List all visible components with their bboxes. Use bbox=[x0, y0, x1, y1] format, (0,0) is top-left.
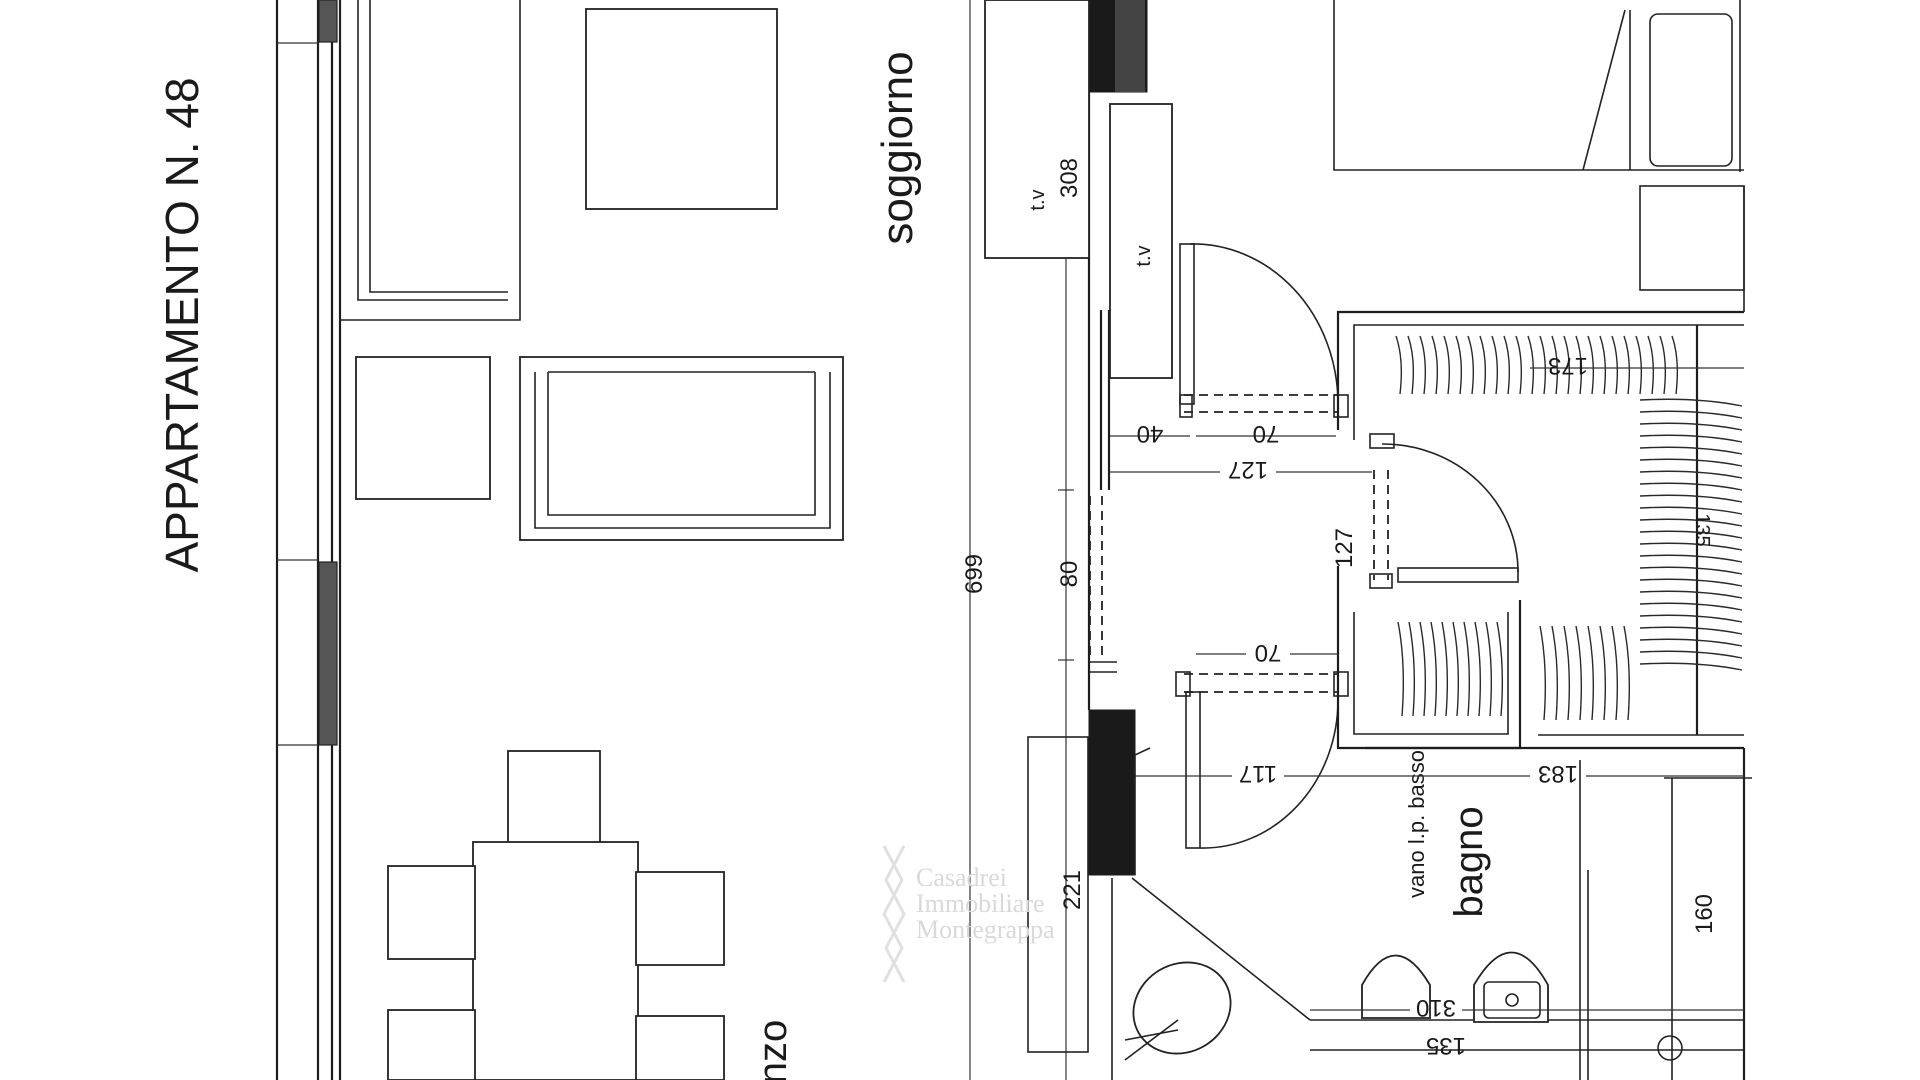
dim-40: 40 bbox=[1137, 420, 1164, 447]
room-label-dining: nzo bbox=[751, 1020, 795, 1080]
bathroom bbox=[1027, 736, 1752, 1080]
tv-cabinet-right bbox=[1109, 103, 1173, 379]
plan-title: APPARTAMENTO N. 48 bbox=[156, 77, 208, 572]
watermark-logo-icon bbox=[882, 845, 906, 983]
room-label-bath: bagno bbox=[1447, 806, 1491, 917]
dim-160: 160 bbox=[1691, 894, 1718, 934]
dim-70-top: 70 bbox=[1253, 420, 1280, 447]
sofa-bottom bbox=[519, 356, 844, 541]
walk-in-closet bbox=[1336, 310, 1744, 750]
dim-135-bath: 135 bbox=[1426, 1032, 1466, 1059]
dining-set bbox=[387, 750, 725, 1080]
window-hatch bbox=[318, 561, 338, 746]
bedroom-bed bbox=[1333, 0, 1745, 312]
watermark-line-2: Immobiliare bbox=[916, 889, 1045, 918]
outer-wall bbox=[275, 0, 342, 1080]
dim-127-horizontal: 127 bbox=[1228, 456, 1268, 483]
tv-cabinet-left bbox=[984, 0, 1090, 259]
dim-70-bottom: 70 bbox=[1255, 639, 1282, 666]
bidet-icon bbox=[1473, 951, 1549, 1023]
shower-tray-icon bbox=[1132, 961, 1232, 1055]
toilet-icon bbox=[1361, 954, 1431, 1019]
tv-label-right: t.v bbox=[1133, 245, 1155, 266]
dim-135-closet: 135 bbox=[1691, 513, 1713, 546]
dim-80: 80 bbox=[1056, 561, 1083, 588]
dim-117: 117 bbox=[1239, 760, 1277, 787]
dim-127-vertical: 127 bbox=[1331, 528, 1358, 568]
dim-173: 173 bbox=[1548, 352, 1588, 379]
doors bbox=[1089, 243, 1519, 849]
room-note-bath: vano l.p. basso bbox=[1404, 750, 1429, 898]
tv-label-left: t.v bbox=[1027, 189, 1049, 210]
watermark-line-1: Casadrei bbox=[916, 863, 1007, 892]
window-hatch bbox=[318, 0, 338, 43]
dim-308: 308 bbox=[1056, 158, 1083, 198]
room-label-living: soggiorno bbox=[873, 51, 922, 244]
dim-221: 221 bbox=[1059, 870, 1086, 910]
coffee-table bbox=[355, 356, 491, 500]
dimension-labels-inverted: 40 70 127 70 117 183 173 135 310 135 bbox=[1110, 352, 1744, 1059]
closet-hangers bbox=[1395, 335, 1743, 721]
dim-310: 310 bbox=[1416, 994, 1456, 1021]
armchair bbox=[585, 8, 778, 210]
watermark-line-3: Montegrappa bbox=[916, 915, 1055, 944]
watermark: Casadrei Immobiliare Montegrappa bbox=[882, 845, 1055, 983]
sofa-top bbox=[339, 0, 521, 321]
dim-699: 699 bbox=[961, 554, 988, 594]
dimension-labels: 699 308 80 221 127 160 bbox=[961, 158, 1718, 934]
dim-183: 183 bbox=[1538, 760, 1578, 787]
